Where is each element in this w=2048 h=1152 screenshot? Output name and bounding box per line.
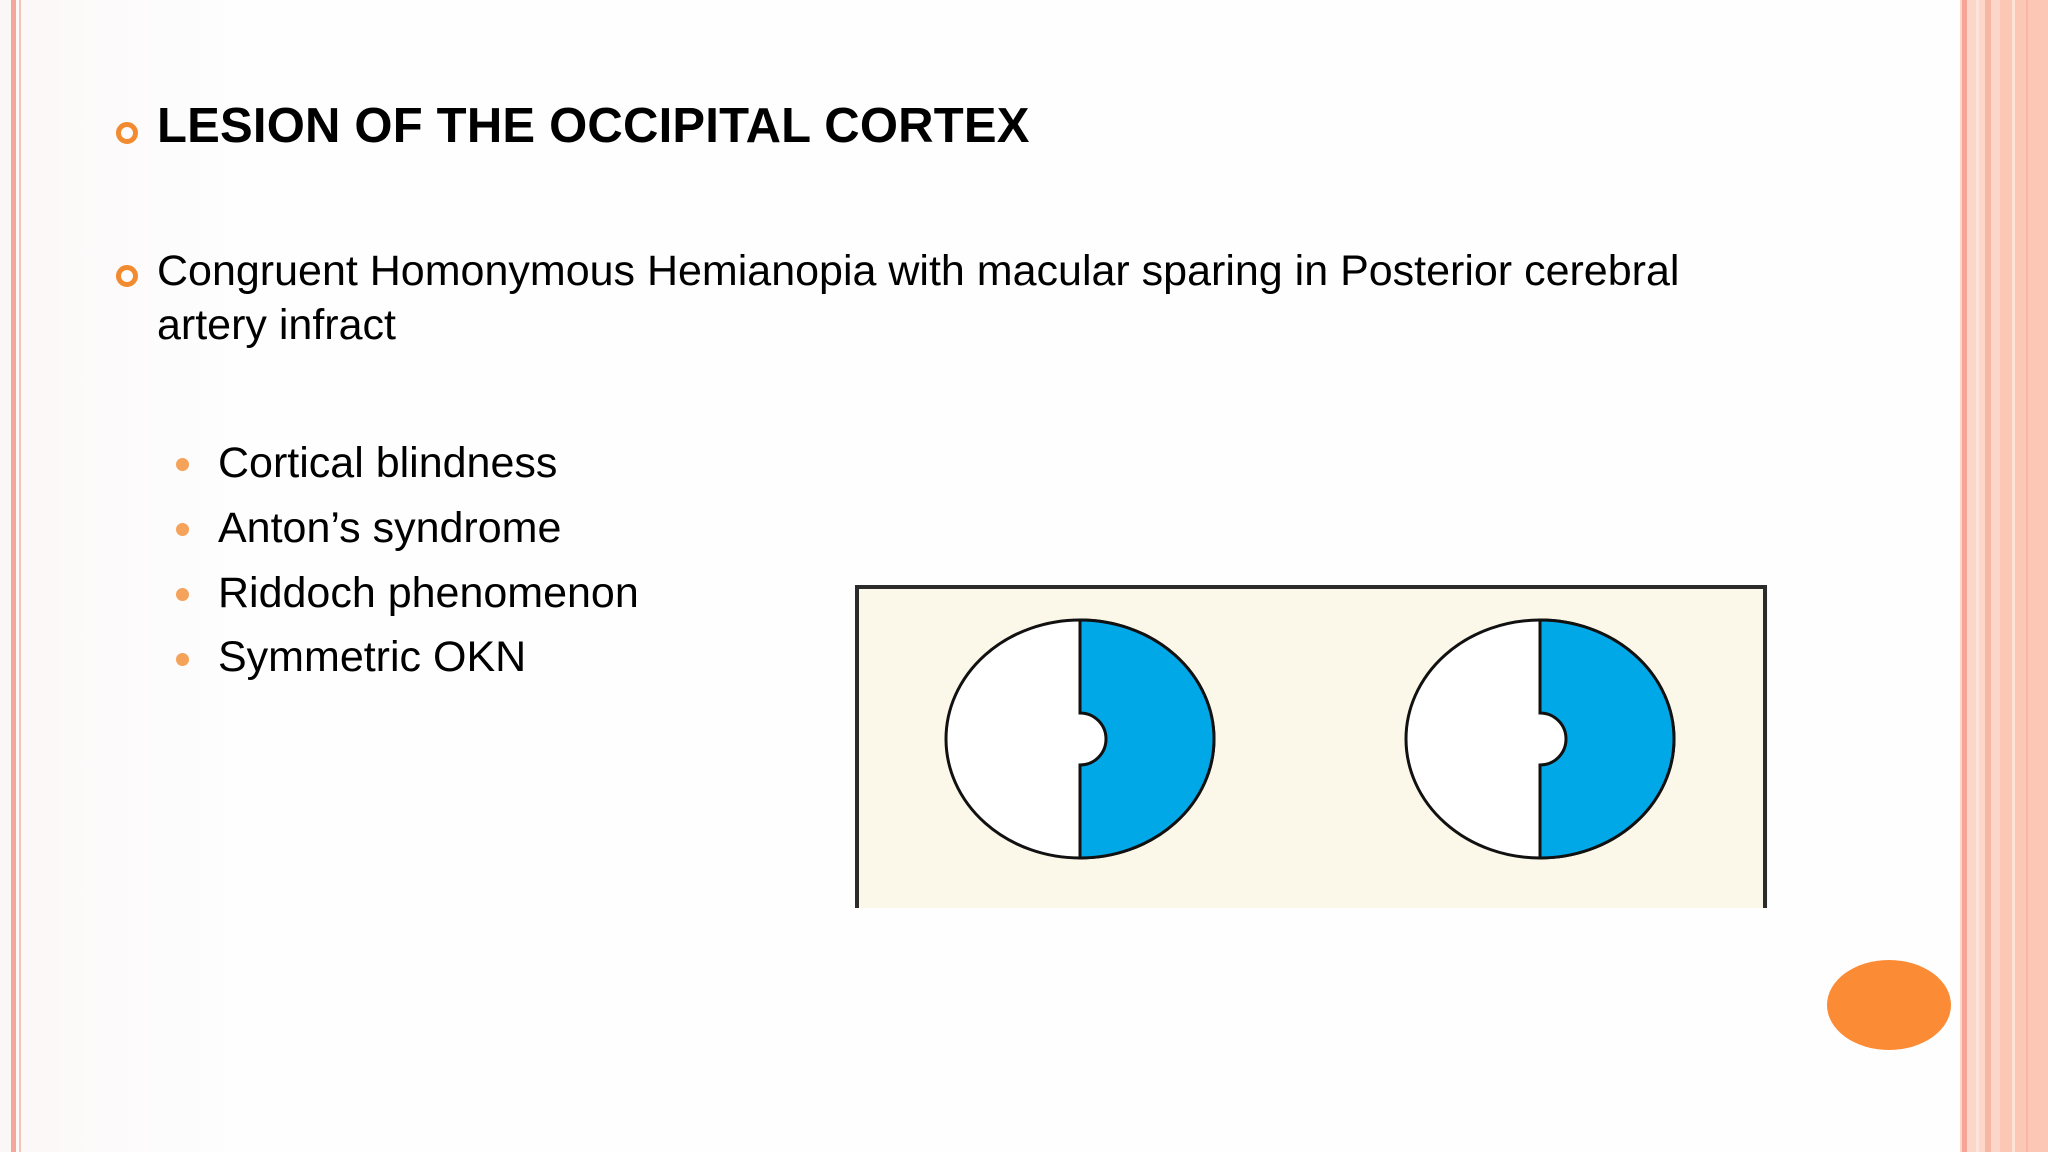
visual-field-diagram: [855, 585, 1768, 908]
decorative-orange-circle: [1827, 960, 1951, 1050]
list-item: Symmetric OKN: [218, 633, 527, 681]
right-eye-field: [1404, 618, 1676, 860]
list-item: Anton’s syndrome: [218, 504, 562, 552]
left-eye-field: [944, 618, 1216, 860]
ring-bullet-icon: [116, 122, 138, 144]
right-border-stripe: [1962, 0, 1967, 1152]
right-border-stripe: [2026, 0, 2028, 1152]
ring-bullet-icon: [116, 265, 138, 287]
left-field-defect: [1078, 618, 1216, 860]
main-paragraph: Congruent Homonymous Hemianopia with mac…: [157, 247, 1680, 349]
dot-bullet-icon: [176, 523, 189, 536]
right-border-stripe: [1976, 0, 1979, 1152]
left-border-stripe: [11, 0, 16, 1152]
dot-bullet-icon: [176, 458, 189, 471]
diagram-frame: [855, 585, 1767, 908]
dot-bullet-icon: [176, 653, 189, 666]
right-border-stripe: [2012, 0, 2015, 1152]
right-field-defect: [1538, 618, 1676, 860]
right-border-stripe: [2000, 0, 2048, 1152]
right-border-stripe: [1985, 0, 1991, 1152]
slide-heading: LESION OF THE OCCIPITAL CORTEX: [157, 99, 1030, 153]
list-item: Cortical blindness: [218, 439, 558, 487]
dot-bullet-icon: [176, 588, 189, 601]
list-item: Riddoch phenomenon: [218, 569, 639, 617]
left-border-stripe-thin: [19, 0, 21, 1152]
